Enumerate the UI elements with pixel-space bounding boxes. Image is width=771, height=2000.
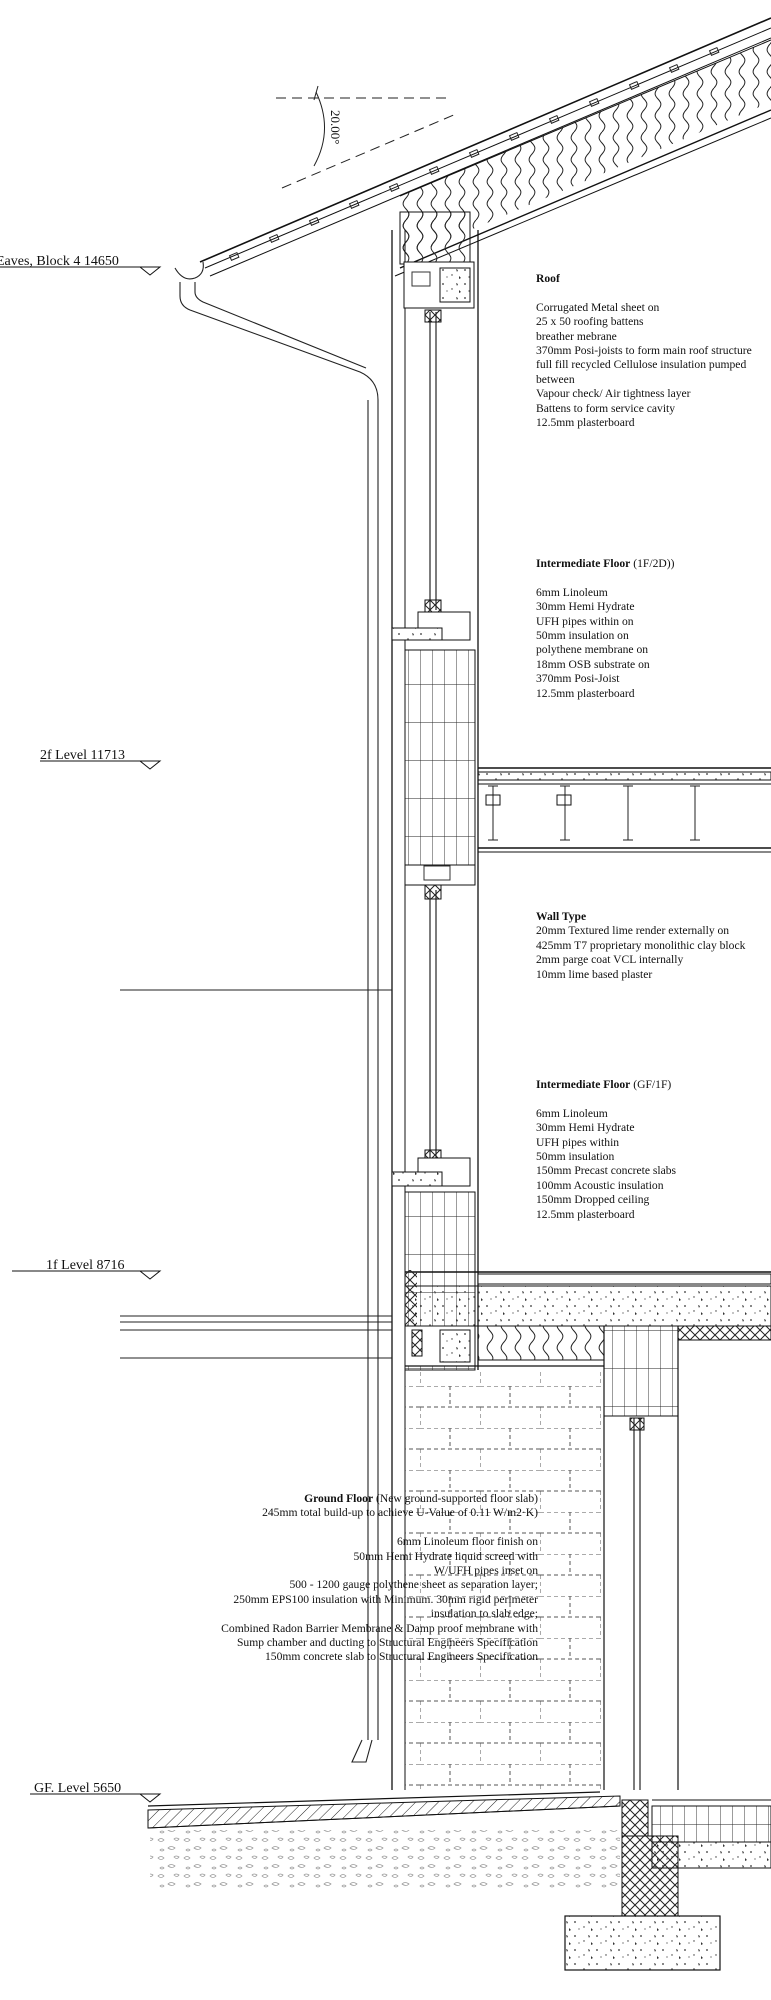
note-line: 12.5mm plasterboard	[536, 1207, 635, 1221]
note-line: 250mm EPS100 insulation with Minimum. 30…	[233, 1592, 538, 1606]
note-line: 20mm Textured lime render externally on	[536, 924, 730, 938]
note-subheading: 245mm total build-up to achieve U-Value …	[262, 1506, 538, 1520]
note-line: 18mm OSB substrate on	[536, 657, 650, 671]
note-line: 370mm Posi-Joist	[536, 672, 620, 686]
note-line: UFH pipes within	[536, 1135, 620, 1149]
note-line: 30mm Hemi Hydrate	[536, 600, 635, 614]
note-roof-heading: Roof	[536, 272, 560, 285]
first-floor-structure	[404, 1270, 771, 1790]
note-line: W/UFH pipes inset on	[433, 1564, 538, 1578]
roof-assembly	[199, 17, 771, 277]
note-roof: Roof Corrugated Metal sheet on 25 x 50 r…	[536, 272, 752, 430]
level-2f: 2f Level 11713	[40, 748, 126, 763]
note-line: UFH pipes within on	[536, 614, 634, 628]
note-heading: Intermediate Floor	[536, 557, 631, 570]
note-intermediate-floor-1f2d: Intermediate Floor (1F/2D)) 6mm Linoleum…	[536, 557, 674, 701]
note-line: full fill recycled Cellulose insulation …	[536, 358, 747, 372]
note-qualifier: (GF/1F)	[630, 1078, 672, 1091]
note-line: 100mm Acoustic insulation	[536, 1178, 664, 1192]
note-qualifier: (1F/2D))	[630, 557, 675, 570]
note-line: 425mm T7 proprietary monolithic clay blo…	[536, 938, 746, 952]
note-line: 150mm concrete slab to Structural Engine…	[264, 1650, 538, 1664]
note-line: 500 - 1200 gauge polythene sheet as sepa…	[289, 1578, 538, 1592]
ground-floor-slab	[147, 1791, 771, 1971]
note-qualifier: (New ground-supported floor slab)	[373, 1492, 538, 1505]
note-line: between	[536, 372, 575, 386]
note-line: 2mm parge coat VCL internally	[536, 953, 684, 967]
note-heading: Intermediate Floor	[536, 1078, 631, 1091]
note-line: 6mm Linoleum floor finish on	[396, 1535, 538, 1549]
note-line: Vapour check/ Air tightness layer	[536, 387, 691, 401]
note-heading: Wall Type	[536, 910, 587, 923]
note-line: Sump chamber and ducting to Structural E…	[236, 1636, 538, 1650]
note-line: polythene membrane on	[536, 643, 649, 657]
ground-storey-blockwork	[405, 1370, 601, 1790]
note-line: 10mm lime based plaster	[536, 967, 653, 981]
note-line: 6mm Linoleum	[536, 1106, 608, 1120]
note-line: 50mm insulation on	[536, 629, 629, 643]
note-ground-floor: Ground Floor (New ground-supported floor…	[190, 1492, 538, 1665]
note-line: 12.5mm plasterboard	[536, 416, 635, 430]
level-1f: 1f Level 8716	[46, 1258, 125, 1273]
level-eaves: Eaves, Block 4 14650	[0, 254, 119, 269]
note-intermediate-floor-gf1f: Intermediate Floor (GF/1F) 6mm Linoleum …	[536, 1078, 676, 1222]
note-line: 370mm Posi-joists to form main roof stru…	[536, 344, 752, 358]
note-line: Combined Radon Barrier Membrane & Damp p…	[221, 1621, 538, 1635]
note-line: 50mm insulation	[536, 1150, 615, 1164]
adjacent-building-lines	[120, 989, 392, 1359]
note-line: 12.5mm plasterboard	[536, 686, 635, 700]
note-line: 150mm Dropped ceiling	[536, 1193, 650, 1207]
note-line: Battens to form service cavity	[536, 401, 676, 415]
note-line: 6mm Linoleum	[536, 585, 608, 599]
second-floor-structure	[477, 767, 771, 853]
note-line: Corrugated Metal sheet on	[536, 300, 660, 314]
note-line: 50mm Hemi Hydrate liquid screed with	[353, 1549, 539, 1563]
level-markers	[0, 266, 162, 1803]
gutter-downpipe	[174, 261, 379, 1763]
note-line: 30mm Hemi Hydrate	[536, 1121, 635, 1135]
note-wall-type: Wall Type 20mm Textured lime render exte…	[536, 910, 745, 982]
level-gf: GF. Level 5650	[34, 1781, 122, 1796]
note-line: 25 x 50 roofing battens	[536, 315, 644, 329]
roof-pitch-label: 20.00°	[328, 110, 343, 145]
note-heading: Ground Floor	[304, 1492, 374, 1505]
note-line: 150mm Precast concrete slabs	[536, 1164, 677, 1178]
note-line: breather mebrane	[536, 329, 617, 343]
note-line: insulation to slab edge;	[430, 1607, 538, 1621]
